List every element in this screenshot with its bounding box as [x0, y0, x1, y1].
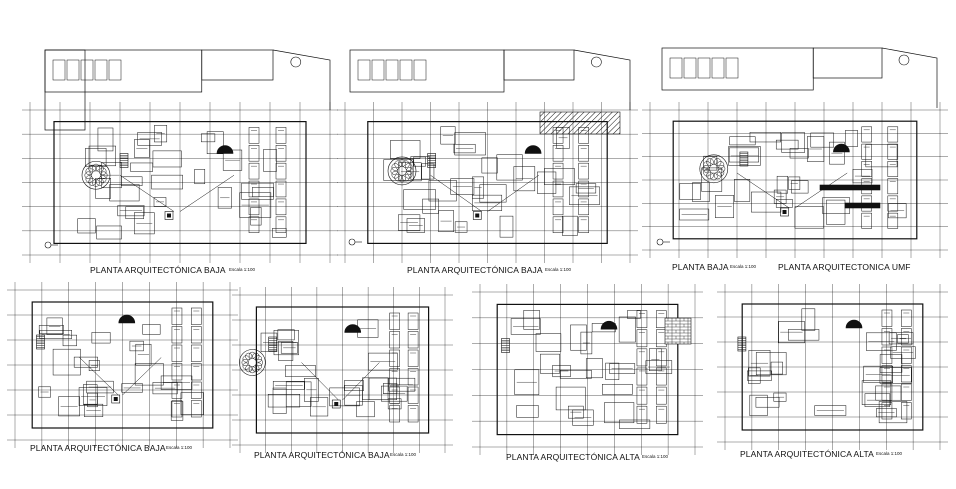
section-marker-icon — [348, 238, 362, 246]
plan-title-top-right: PLANTA BAJA — [672, 262, 729, 272]
plan-scale-top-left: Escala 1:100 — [229, 267, 256, 272]
plan-title-bottom-4: PLANTA ARQUITECTÓNICA ALTA — [740, 449, 874, 459]
plan-scale-top-right: Escala 1:100 — [730, 264, 757, 269]
plan-scale-bottom-1: Escala 1:100 — [166, 445, 193, 450]
plan-title-bottom-1: PLANTA ARQUITECTÓNICA BAJA — [30, 443, 166, 453]
plan-title-top-right-umf: PLANTA ARQUITECTONICA UMF — [778, 262, 911, 272]
floor-plan-top-middle — [337, 49, 638, 263]
floor-plan-top-left — [22, 49, 338, 263]
plan-scale-bottom-4: Escala 1:100 — [876, 451, 903, 456]
plan-title-bottom-2: PLANTA ARQUITECTÓNICA BAJA — [254, 450, 390, 460]
floor-plan-bottom-4 — [717, 284, 948, 450]
floor-plan-bottom-3 — [472, 284, 703, 455]
section-marker-icon — [656, 238, 670, 246]
section-marker-icon — [44, 241, 58, 249]
plan-title-top-left: PLANTA ARQUITECTÓNICA BAJA — [90, 265, 226, 275]
floor-plan-bottom-2 — [232, 287, 453, 453]
floor-plan-bottom-1 — [7, 282, 238, 448]
floor-plan-top-right — [642, 47, 948, 258]
plan-scale-top-middle: Escala 1:100 — [545, 267, 572, 272]
plan-scale-bottom-3: Escala 1:100 — [642, 454, 669, 459]
plan-title-bottom-3: PLANTA ARQUITECTÓNICA ALTA — [506, 452, 640, 462]
plan-title-top-middle: PLANTA ARQUITECTÓNICA BAJA — [407, 265, 543, 275]
plan-scale-bottom-2: Escala 1:100 — [390, 452, 417, 457]
